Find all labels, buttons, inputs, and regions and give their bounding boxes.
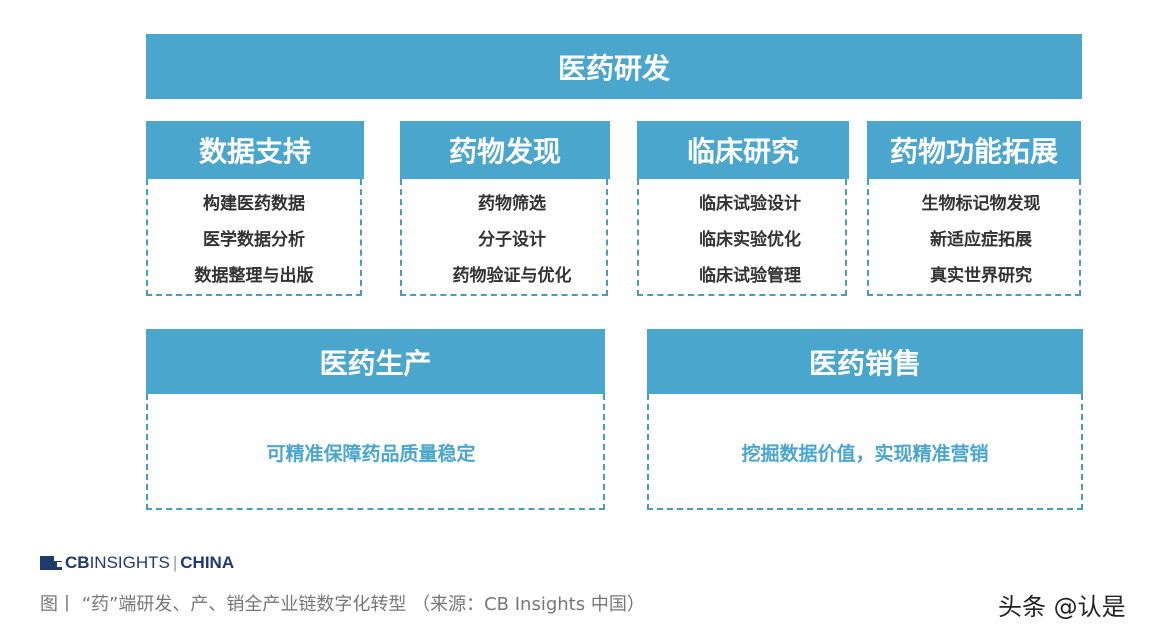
list-item: 构建医药数据 (203, 193, 305, 214)
section-title-bar: 医药生产 (146, 329, 605, 394)
section-title-bar: 药物功能拓展 (867, 121, 1081, 179)
list-item: 临床实验优化 (699, 229, 801, 250)
section-items: 药物筛选 分子设计 药物验证与优化 (400, 183, 624, 291)
logo-insights: INSIGHTS (89, 553, 170, 572)
section-title-bar: 药物发现 (400, 121, 610, 179)
desc-text: 挖掘数据价值，实现精准营销 (741, 442, 989, 465)
section-title: 数据支持 (198, 135, 311, 168)
watermark: 头条 @认是 (998, 593, 1126, 621)
list-item: 数据整理与出版 (194, 265, 314, 286)
section-box (146, 394, 605, 510)
desc-text: 可精准保障药品质量稳定 (266, 442, 476, 465)
list-item: 医学数据分析 (203, 229, 305, 250)
section-box (867, 179, 1081, 296)
cb-logo-icon (40, 556, 62, 570)
logo-china: CHINA (180, 553, 235, 572)
section-items: 生物标记物发现 新适应症拓展 真实世界研究 (867, 183, 1095, 291)
list-item: 药物验证与优化 (452, 265, 572, 286)
cb-insights-logo: CB INSIGHTS | CHINA (40, 553, 234, 573)
section-title: 医药销售 (808, 346, 921, 380)
section-title: 药物功能拓展 (889, 135, 1058, 168)
section-items: 临床试验设计 临床实验优化 临床试验管理 (637, 183, 863, 291)
logo-separator: | (172, 553, 178, 572)
section-title-bar: 数据支持 (146, 121, 364, 179)
section-desc: 挖掘数据价值，实现精准营销 (647, 394, 1083, 510)
section-title: 临床研究 (686, 135, 799, 168)
section-title-bar: 临床研究 (637, 121, 849, 179)
section-box (146, 179, 362, 296)
rd-title: 医药研发 (557, 51, 670, 85)
section-title: 药物发现 (448, 135, 561, 168)
list-item: 临床试验管理 (699, 265, 801, 286)
section-box (647, 394, 1083, 510)
rd-header: 医药研发 (146, 34, 1082, 99)
section-box (637, 179, 847, 296)
figure-caption: 图丨 “药”端研发、产、销全产业链数字化转型 （来源：CB Insights 中… (40, 594, 645, 615)
logo-cb: CB (65, 553, 90, 572)
section-title: 医药生产 (319, 346, 432, 380)
section-items: 构建医药数据 医学数据分析 数据整理与出版 (146, 183, 362, 291)
list-item: 药物筛选 (478, 193, 546, 214)
section-title-bar: 医药销售 (647, 329, 1083, 394)
section-box (400, 179, 608, 296)
section-desc: 可精准保障药品质量稳定 (146, 394, 596, 510)
list-item: 真实世界研究 (930, 265, 1032, 286)
list-item: 临床试验设计 (699, 193, 801, 214)
list-item: 生物标记物发现 (921, 193, 1041, 214)
list-item: 新适应症拓展 (930, 229, 1032, 250)
list-item: 分子设计 (478, 229, 546, 250)
